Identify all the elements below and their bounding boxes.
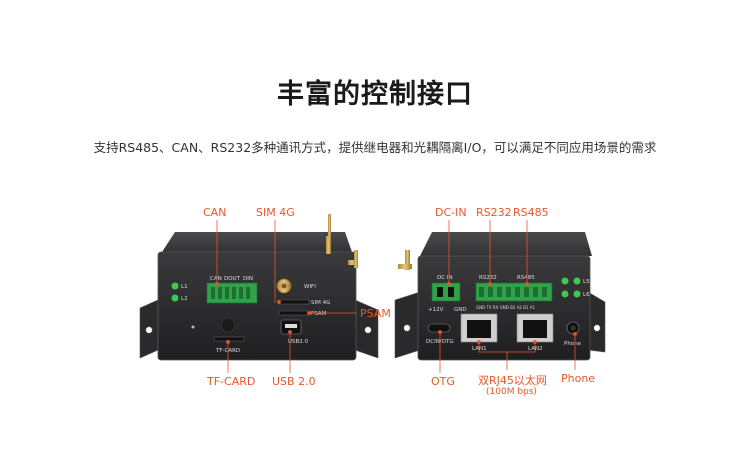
led-l1-icon [171,282,179,290]
led-l5-icon [561,290,569,298]
terminal-block-serial [475,282,553,302]
left-callout-lines [215,220,357,373]
page-subtitle: 支持RS485、CAN、RS232多种通讯方式，提供继电器和光耦隔离I/O，可以… [93,140,657,155]
label-tfcard-board: TF-CARD [215,348,240,354]
label-phone-board: Phone [564,341,582,347]
callout-usb20: USB 2.0 [272,375,316,388]
label-wifi-board: WIFI [304,284,316,290]
label-sim4g-board: SIM 4G [311,300,330,306]
speaker-grill-icon [220,317,236,333]
label-dcin-board: DC IN [437,275,453,281]
label-can-board: CAN [210,276,222,282]
callout-phone: Phone [561,372,596,385]
led-l3-icon [561,277,569,285]
label-usb-board: USB2.0 [288,339,309,345]
callout-rs232: RS232 [476,206,512,219]
label-l2: L2 [181,296,188,302]
left-device [139,214,379,361]
callout-psam: PSAM [360,307,391,320]
callout-dcin: DC-IN [435,206,467,219]
psam-slot [278,310,310,316]
right-callout-lines [438,220,577,373]
page-title: 丰富的控制接口 [277,79,473,110]
led-l4-icon [573,277,581,285]
led-l2-icon [171,294,179,302]
callout-otg: OTG [431,375,455,388]
label-rs232-board: RS232 [479,275,497,281]
label-din-board: DIN [243,276,253,282]
label-serial-pins: GND TX RX GND B2 A2 B1 A1 [476,305,536,310]
sim-slot [278,299,310,305]
terminal-block-dcin [431,282,461,302]
led-l6-icon [573,290,581,298]
callout-rj45: 双RJ45以太网 [478,374,547,387]
label-l1: L1 [181,284,188,290]
label-l5: L5 [583,279,590,285]
label-psam-board: PSAM [311,311,327,317]
callout-can: CAN [203,206,227,219]
label-dout-board: DOUT [224,276,241,282]
callout-rs485: RS485 [513,206,549,219]
label-gnd-board: GND [454,307,467,313]
callout-sim4g: SIM 4G [256,206,295,219]
callout-rj45-speed: (100M bps) [486,387,537,397]
label-l6: L6 [583,292,590,298]
label-rs485-board: RS485 [517,275,535,281]
label-12v-board: +12V [428,307,444,313]
callout-tfcard: TF-CARD [207,375,256,388]
